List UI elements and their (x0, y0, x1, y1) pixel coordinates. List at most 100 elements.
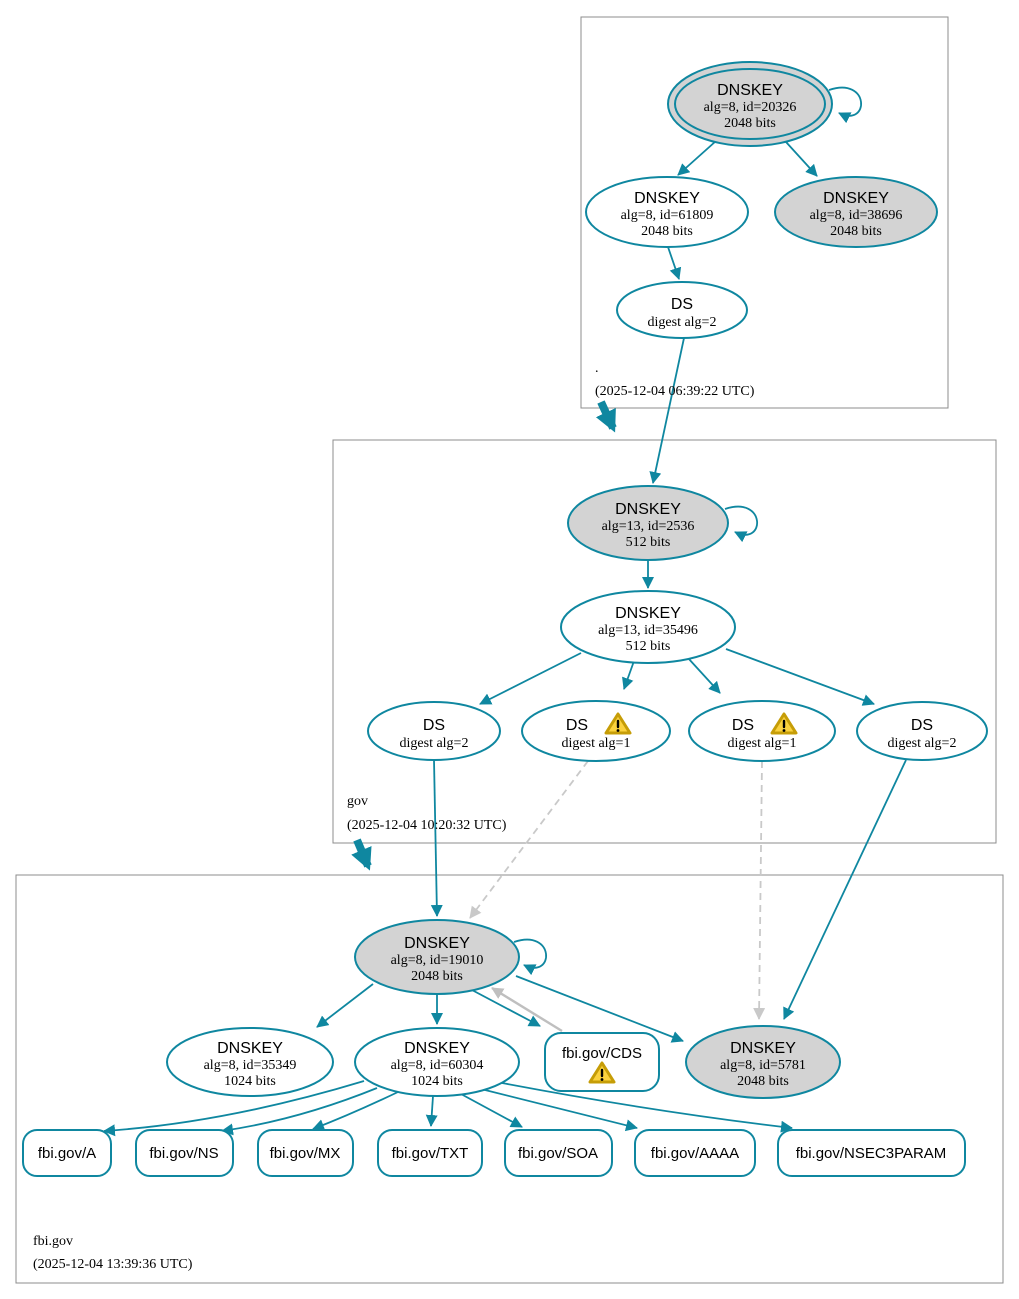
node-detail: digest alg=2 (888, 736, 957, 751)
rrset-label: fbi.gov/NS (149, 1145, 218, 1162)
delegation-arrow-root-to-gov (595, 400, 617, 433)
node-detail: 1024 bits (411, 1074, 463, 1089)
node-title: DNSKEY (823, 190, 889, 207)
edge-root-ds-to-gov-ksk (649, 337, 685, 484)
edge-gov-zsk-to-ds3 (687, 657, 721, 694)
node-detail: 2048 bits (641, 224, 693, 239)
node-detail: 1024 bits (224, 1074, 276, 1089)
node-detail: alg=8, id=61809 (621, 208, 714, 223)
rrset-label: fbi.gov/SOA (518, 1145, 598, 1162)
node-root-dnskey-ksk[interactable]: DNSKEY alg=8, id=20326 2048 bits (667, 61, 833, 147)
node-detail: 2048 bits (737, 1074, 789, 1089)
node-fbi-dnskey-5781[interactable]: DNSKEY alg=8, id=5781 2048 bits (685, 1025, 841, 1099)
edge-gov-zsk-to-ds2 (622, 660, 635, 690)
node-title: DNSKEY (404, 1040, 470, 1057)
node-root-dnskey-38696[interactable]: DNSKEY alg=8, id=38696 2048 bits (774, 176, 938, 248)
node-title: DNSKEY (404, 935, 470, 952)
node-detail: 2048 bits (830, 224, 882, 239)
node-detail: alg=8, id=38696 (810, 208, 903, 223)
rrset-label: fbi.gov/TXT (392, 1145, 469, 1162)
node-title: DS (423, 717, 445, 734)
edge-fbi-zsk-to-rrset-mx (312, 1091, 399, 1131)
node-detail: digest alg=2 (648, 315, 717, 330)
zone-label-fbi: fbi.gov (33, 1234, 73, 1249)
edge-fbi-ksk-to-key35349 (316, 983, 374, 1028)
node-title: DNSKEY (717, 82, 783, 99)
warning-icon (770, 712, 798, 735)
node-detail: alg=8, id=5781 (720, 1058, 806, 1073)
edge-root-ksk-to-key38696 (785, 141, 818, 177)
zone-label-gov: gov (347, 794, 368, 809)
node-fbi-dnskey-zsk-60304[interactable]: DNSKEY alg=8, id=60304 1024 bits (354, 1027, 520, 1097)
node-title: DS (671, 296, 693, 313)
node-rrset-nsec3param[interactable]: fbi.gov/NSEC3PARAM (777, 1129, 966, 1177)
node-rrset-soa[interactable]: fbi.gov/SOA (504, 1129, 613, 1177)
node-title: DS (566, 717, 588, 734)
node-gov-ds3[interactable]: DS digest alg=1 (688, 700, 836, 762)
node-fbi-cds[interactable]: fbi.gov/CDS (544, 1032, 660, 1092)
edge-fbi-zsk-to-rrset-soa (460, 1093, 523, 1128)
zone-timestamp-gov: (2025-12-04 10:20:32 UTC) (347, 818, 507, 833)
node-fbi-dnskey-ksk[interactable]: DNSKEY alg=8, id=19010 2048 bits (354, 919, 520, 995)
node-rrset-a[interactable]: fbi.gov/A (22, 1129, 112, 1177)
node-detail: alg=8, id=35349 (204, 1058, 297, 1073)
zone-label-root: . (595, 361, 599, 376)
node-detail: digest alg=2 (400, 736, 469, 751)
edge-gov-ds1-to-fbi-ksk (430, 759, 443, 917)
node-title: DNSKEY (217, 1040, 283, 1057)
node-rrset-mx[interactable]: fbi.gov/MX (257, 1129, 354, 1177)
node-rrset-aaaa[interactable]: fbi.gov/AAAA (634, 1129, 756, 1177)
node-detail: 2048 bits (411, 969, 463, 984)
node-detail: alg=8, id=60304 (391, 1058, 484, 1073)
edge-gov-ds4-to-key5781 (783, 759, 907, 1020)
rrset-label: fbi.gov/NSEC3PARAM (796, 1145, 947, 1162)
node-gov-ds2[interactable]: DS digest alg=1 (521, 700, 671, 762)
node-root-dnskey-zsk[interactable]: DNSKEY alg=8, id=61809 2048 bits (585, 176, 749, 248)
edge-fbi-zsk-to-rrset-nsec3param (501, 1082, 793, 1133)
node-detail: 512 bits (626, 639, 671, 654)
node-title: DS (911, 717, 933, 734)
rrset-label: fbi.gov/AAAA (651, 1145, 739, 1162)
edge-root-zsk-to-ds (667, 246, 682, 280)
node-title: fbi.gov/CDS (562, 1045, 642, 1062)
edge-fbi-ksk-self-loop (513, 938, 547, 976)
node-detail: alg=8, id=20326 (704, 100, 797, 115)
node-detail: digest alg=1 (728, 736, 797, 751)
node-title: DNSKEY (634, 190, 700, 207)
node-title: DNSKEY (615, 501, 681, 518)
node-detail: alg=8, id=19010 (391, 953, 484, 968)
node-detail: digest alg=1 (562, 736, 631, 751)
edge-cds-to-fbi-ksk-silver (491, 986, 563, 1033)
node-detail: alg=13, id=35496 (598, 623, 698, 638)
node-gov-dnskey-zsk[interactable]: DNSKEY alg=13, id=35496 512 bits (560, 590, 736, 664)
rrset-label: fbi.gov/A (38, 1145, 96, 1162)
node-detail: 2048 bits (724, 116, 776, 131)
zone-timestamp-root: (2025-12-04 06:39:22 UTC) (595, 384, 755, 399)
node-fbi-dnskey-35349[interactable]: DNSKEY alg=8, id=35349 1024 bits (166, 1027, 334, 1097)
edge-fbi-zsk-to-rrset-aaaa (480, 1088, 638, 1132)
edge-fbi-zsk-to-rrset-ns (221, 1087, 378, 1136)
edge-gov-ds2-to-fbi-ksk-dashed (469, 760, 589, 919)
delegation-arrow-gov-to-fbi (351, 838, 372, 871)
edge-fbi-ksk-to-key5781 (515, 975, 684, 1043)
node-root-ds[interactable]: DS digest alg=2 (616, 281, 748, 339)
edge-root-ksk-self-loop (828, 86, 862, 124)
node-title: DNSKEY (730, 1040, 796, 1057)
node-rrset-ns[interactable]: fbi.gov/NS (135, 1129, 234, 1177)
edge-root-ksk-to-zsk (677, 140, 717, 176)
warning-icon (588, 1061, 616, 1084)
edge-gov-zsk-to-ds4 (725, 648, 875, 706)
node-title: DS (732, 717, 754, 734)
zone-timestamp-fbi: (2025-12-04 13:39:36 UTC) (33, 1257, 193, 1272)
node-gov-ds4[interactable]: DS digest alg=2 (856, 701, 988, 761)
edge-gov-ksk-self-loop (724, 505, 758, 543)
node-detail: 512 bits (626, 535, 671, 550)
node-rrset-txt[interactable]: fbi.gov/TXT (377, 1129, 483, 1177)
warning-icon (604, 712, 632, 735)
node-gov-ds1[interactable]: DS digest alg=2 (367, 701, 501, 761)
node-title: DNSKEY (615, 605, 681, 622)
node-detail: alg=13, id=2536 (602, 519, 695, 534)
node-gov-dnskey-ksk[interactable]: DNSKEY alg=13, id=2536 512 bits (567, 485, 729, 561)
